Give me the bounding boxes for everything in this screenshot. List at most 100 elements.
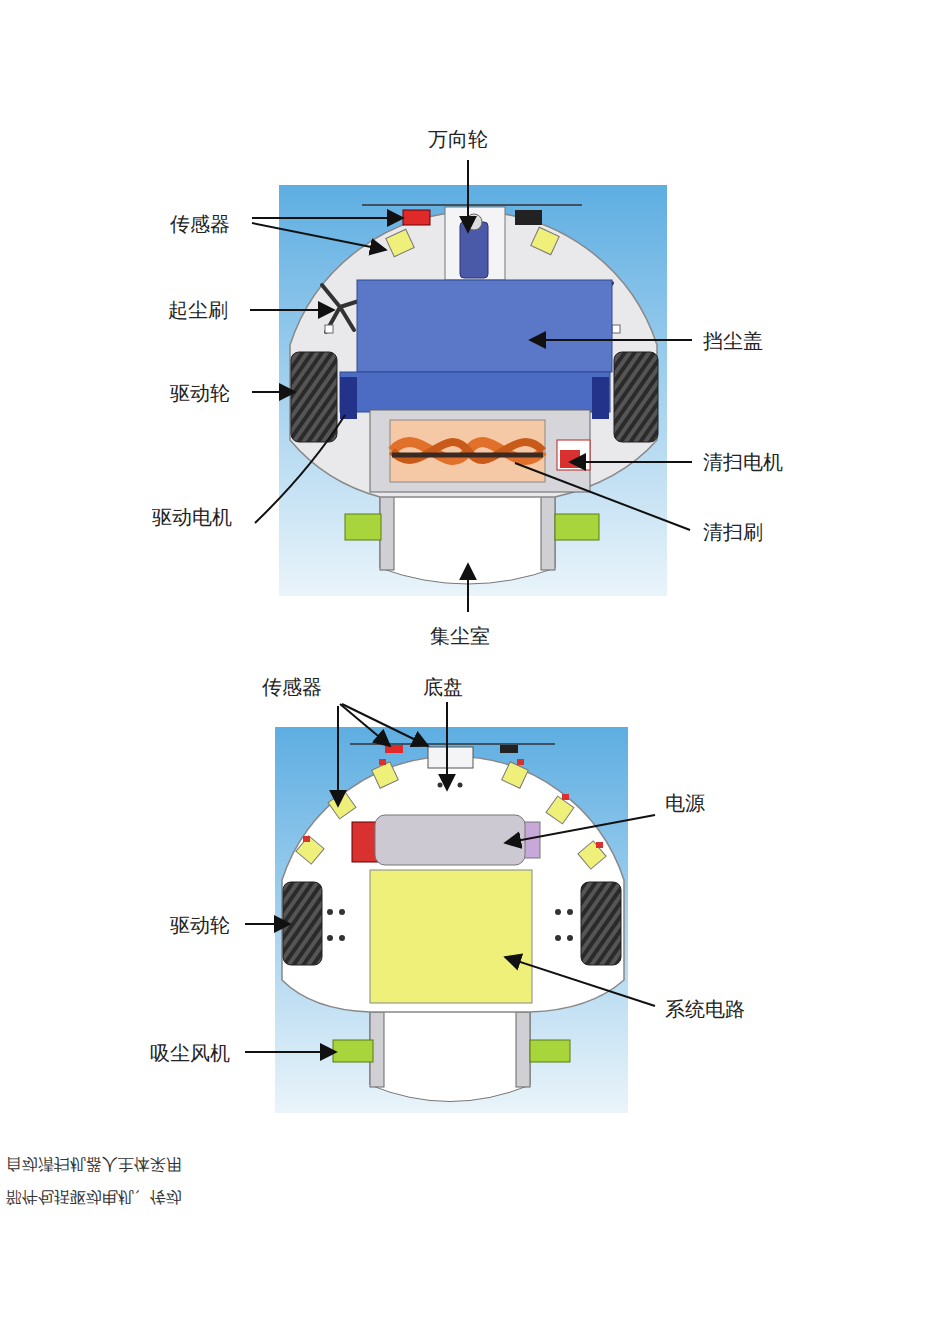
art-line	[252, 223, 386, 250]
art-line	[392, 453, 543, 458]
part-label: 集尘室	[430, 624, 490, 648]
art-rect	[390, 420, 545, 482]
art-rect	[379, 759, 386, 765]
art-path	[322, 285, 362, 332]
art-line	[245, 923, 290, 925]
art-path	[255, 415, 345, 523]
art-rect	[515, 210, 542, 225]
art-path	[370, 1005, 530, 1102]
art-path	[290, 212, 657, 497]
art-rect	[372, 762, 399, 789]
art-rect	[546, 796, 574, 824]
art-rect	[333, 1040, 373, 1062]
art-line	[362, 204, 582, 206]
art-rect	[560, 450, 580, 468]
art-line	[252, 391, 295, 393]
art-line	[446, 702, 448, 790]
art-line	[515, 463, 690, 530]
part-label: 传感器	[170, 212, 230, 236]
art-circle	[458, 783, 463, 788]
art-rect	[370, 870, 532, 1003]
art-circle	[438, 783, 443, 788]
part-label: 起尘刷	[168, 298, 228, 322]
art-line	[245, 1051, 336, 1053]
art-rect	[612, 325, 620, 333]
art-rect	[562, 794, 569, 800]
art-line	[342, 704, 428, 746]
mirrored-note: 部件包括驱动电机、传动	[6, 1188, 182, 1207]
part-label: 电源	[665, 791, 705, 815]
art-line	[252, 217, 403, 219]
art-circle	[555, 935, 561, 941]
art-rect	[541, 492, 555, 570]
art-rect	[380, 492, 394, 570]
art-line	[467, 160, 469, 232]
part-label: 清扫刷	[703, 520, 763, 544]
art-rect	[592, 377, 609, 419]
art-rect	[352, 822, 378, 862]
art-circle	[339, 935, 345, 941]
part-label: 系统电路	[665, 997, 745, 1021]
top-view	[250, 160, 692, 612]
art-rect	[375, 815, 525, 865]
mirrored-note: 自动清扫机器人主体采用	[6, 1155, 182, 1174]
part-label: 吸尘风机	[150, 1041, 230, 1065]
bottom-view	[245, 702, 655, 1113]
art-rect	[279, 185, 667, 596]
art-rect	[291, 352, 337, 442]
part-label: 驱动轮	[170, 381, 230, 405]
part-label: 清扫电机	[703, 450, 783, 474]
art-circle	[567, 935, 573, 941]
part-label: 挡尘盖	[703, 329, 763, 353]
art-path	[282, 756, 624, 1012]
art-rect	[531, 227, 559, 254]
art-rect	[502, 762, 529, 789]
art-rect	[517, 759, 524, 765]
art-line	[530, 339, 692, 341]
art-rect	[296, 836, 324, 864]
art-rect	[578, 841, 606, 869]
part-label: 底盘	[423, 675, 463, 699]
art-line	[337, 706, 339, 806]
art-rect	[386, 229, 414, 256]
part-label: 驱动电机	[152, 505, 232, 529]
art-rect	[557, 440, 590, 470]
art-rect	[614, 352, 658, 442]
art-rect	[516, 1012, 530, 1087]
art-rect	[385, 745, 403, 753]
art-circle	[567, 909, 573, 915]
art-line	[505, 957, 655, 1006]
art-rect	[555, 514, 599, 540]
art-g	[245, 702, 655, 1052]
art-rect	[500, 745, 518, 753]
art-circle	[327, 935, 333, 941]
art-circle	[339, 909, 345, 915]
part-label: 传感器	[262, 675, 322, 699]
art-line	[350, 743, 555, 745]
art-rect	[275, 727, 628, 1113]
art-path	[392, 442, 543, 460]
art-path	[392, 442, 543, 460]
art-line	[250, 309, 334, 311]
art-line	[467, 564, 469, 612]
art-circle	[327, 909, 333, 915]
art-rect	[445, 207, 505, 280]
art-rect	[403, 210, 430, 225]
art-g	[250, 160, 692, 612]
art-rect	[340, 377, 357, 419]
art-g	[327, 783, 573, 942]
art-rect	[325, 325, 333, 333]
art-line	[340, 704, 390, 746]
art-rect	[581, 882, 621, 965]
art-rect	[530, 1040, 570, 1062]
art-line	[570, 461, 692, 463]
art-rect	[303, 836, 310, 842]
art-g	[296, 762, 606, 869]
art-rect	[340, 372, 610, 412]
art-rect	[357, 280, 612, 372]
art-rect	[345, 514, 381, 540]
part-label: 驱动轮	[170, 913, 230, 937]
art-rect	[596, 842, 603, 848]
